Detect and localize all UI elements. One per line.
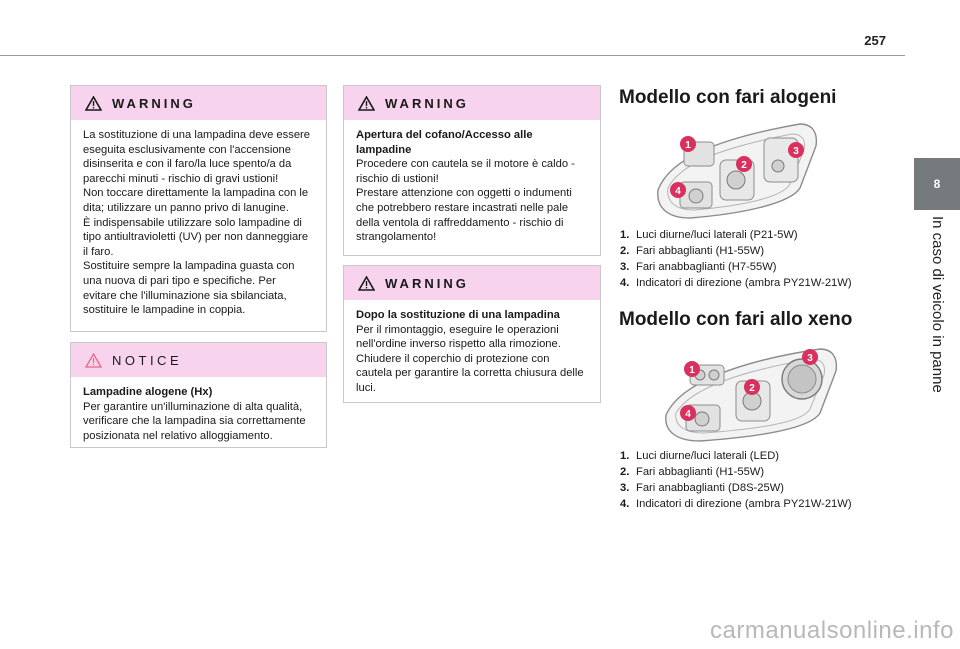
- warning-heading: WARNING: [385, 95, 469, 111]
- text-line: Procedere con cautela se il motore è cal…: [356, 158, 575, 171]
- text-line: eseguita esclusivamente con l'accensione: [83, 143, 291, 156]
- warning-box-after-replacement: WARNING Dopo la sostituzione di una lamp…: [343, 265, 601, 403]
- text-line: strangolamento!: [356, 231, 437, 244]
- warning-triangle-icon: [85, 95, 102, 111]
- warning-triangle-icon: [358, 95, 375, 111]
- text-line: evitare che l'illuminazione sia sbilanci…: [83, 289, 287, 302]
- text-line: Sostituire sempre la lampadina guasta co…: [83, 260, 295, 273]
- text-line: La sostituzione di una lampadina deve es…: [83, 129, 311, 141]
- callout-1: 1: [685, 140, 691, 151]
- text-line: rischio di ustioni!: [356, 172, 439, 185]
- list-item: 1.Luci diurne/luci laterali (LED): [620, 450, 780, 462]
- section-title-xenon: Modello con fari allo xeno: [619, 309, 853, 330]
- list-item: 2.Fari abbaglianti (H1-55W): [620, 466, 765, 478]
- callout-3: 3: [793, 146, 799, 157]
- text-line: Non toccare direttamente la lampadina co…: [83, 187, 309, 200]
- list-item: 3.Fari anabbaglianti (D8S-25W): [620, 482, 784, 494]
- notice-box-halogen: NOTICE Lampadine alogene (Hx) Per garant…: [70, 342, 327, 448]
- xenon-headlamp-diagram: 1 2 3 4: [665, 348, 838, 442]
- warning-header: WARNING: [344, 86, 600, 120]
- text-line: sostituire le lampadine in coppia.: [83, 304, 246, 317]
- list-item: 1.Luci diurne/luci laterali (P21-5W): [620, 229, 798, 241]
- text-line: cautela per garantire la corretta chiusu…: [356, 367, 584, 380]
- header-rule: [0, 55, 905, 56]
- section-title-halogen: Modello con fari alogeni: [619, 87, 837, 108]
- callout-4: 4: [685, 409, 691, 420]
- notice-header: NOTICE: [71, 343, 326, 377]
- text-line: il faro.: [83, 245, 114, 258]
- list-item: 2.Fari abbaglianti (H1-55W): [620, 245, 765, 257]
- text-line: Per garantire un'illuminazione di alta q…: [83, 400, 303, 413]
- warning-text: Dopo la sostituzione di una lampadina Pe…: [344, 300, 600, 406]
- text-line: posizionata nel relativo alloggiamento.: [83, 429, 273, 442]
- warning-text: La sostituzione di una lampadina deve es…: [71, 120, 326, 328]
- text-line: Prestare attenzione con oggetti o indume…: [356, 187, 572, 200]
- warning-header: WARNING: [71, 86, 326, 120]
- list-item: 3.Fari anabbaglianti (H7-55W): [620, 261, 777, 273]
- notice-heading: NOTICE: [112, 352, 183, 368]
- notice-text: Lampadine alogene (Hx) Per garantire un'…: [71, 377, 326, 453]
- warning-text: Apertura del cofano/Accesso alle lampadi…: [344, 120, 600, 255]
- watermark: carmanualsonline.info: [710, 617, 954, 644]
- text-line: Chiudere il coperchio di protezione con: [356, 352, 550, 365]
- text-line: che potrebbero restare incastrati nelle …: [356, 201, 569, 214]
- warning-box-bulb-replacement: WARNING La sostituzione di una lampadina…: [70, 85, 327, 332]
- list-item: 4.Indicatori di direzione (ambra PY21W-2…: [620, 498, 852, 510]
- halogen-headlamp-diagram: 1 2 3 4: [657, 123, 818, 219]
- text-line: È indispensabile utilizzare solo lampadi…: [83, 216, 302, 229]
- text-line: dita; utilizzare un panno privo di lanug…: [83, 201, 289, 214]
- warning-heading: WARNING: [385, 275, 469, 291]
- xenon-bulb-list: 1.Luci diurne/luci laterali (LED) 2.Fari…: [620, 448, 852, 512]
- callout-3: 3: [807, 353, 813, 364]
- text-line: disinserita e con il faro/la luce spento…: [83, 158, 292, 171]
- chapter-title: In caso di veicolo in panne: [929, 216, 946, 393]
- text-line: tipo antiultravioletti (UV) per non dann…: [83, 231, 309, 244]
- warning-lead: Apertura del cofano/Accesso alle: [356, 129, 533, 141]
- callout-2: 2: [741, 160, 747, 171]
- notice-triangle-icon: [85, 352, 102, 368]
- warning-box-bonnet: WARNING Apertura del cofano/Accesso alle…: [343, 85, 601, 256]
- warning-lead: lampadine: [356, 143, 412, 156]
- callout-4: 4: [675, 186, 681, 197]
- warning-header: WARNING: [344, 266, 600, 300]
- text-line: una nuova di pari tipo e specifiche. Per: [83, 274, 276, 287]
- notice-lead: Lampadine alogene (Hx): [83, 386, 213, 398]
- callout-2: 2: [749, 383, 755, 394]
- text-line: della ventola di raffreddamento - rischi…: [356, 216, 564, 229]
- callout-1: 1: [689, 365, 695, 376]
- page-number: 257: [864, 33, 886, 48]
- text-line: parecchi minuti - rischio di gravi ustio…: [83, 172, 279, 185]
- warning-triangle-icon: [358, 275, 375, 291]
- list-item: 4.Indicatori di direzione (ambra PY21W-2…: [620, 277, 852, 289]
- chapter-number: 8: [933, 177, 941, 191]
- text-line: nell'ordine inverso rispetto alla rimozi…: [356, 338, 561, 351]
- halogen-bulb-list: 1.Luci diurne/luci laterali (P21-5W) 2.F…: [620, 227, 852, 291]
- text-line: Per il rimontaggio, eseguire le operazio…: [356, 323, 559, 336]
- text-line: luci.: [356, 381, 376, 394]
- chapter-tab[interactable]: 8: [914, 158, 960, 210]
- warning-heading: WARNING: [112, 95, 196, 111]
- warning-lead: Dopo la sostituzione di una lampadina: [356, 309, 560, 321]
- text-line: verificare che la lampadina sia corretta…: [83, 415, 306, 428]
